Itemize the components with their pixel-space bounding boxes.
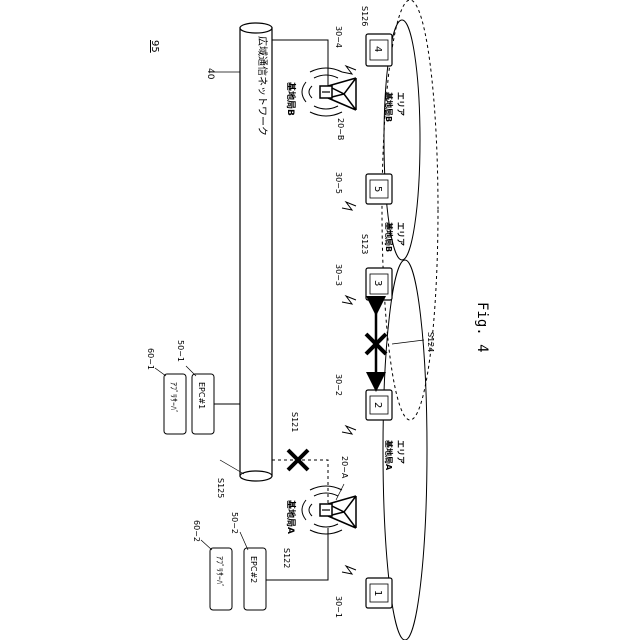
epc-1-leader bbox=[186, 366, 196, 376]
network-cylinder-top bbox=[240, 23, 272, 33]
terminal-2-signal-icon bbox=[342, 426, 356, 434]
step-s122: S122 bbox=[282, 548, 291, 568]
network-to-base-station-b-link bbox=[272, 40, 328, 86]
base-station-a-ref: 20−A bbox=[340, 456, 349, 479]
epc-2-to-base-station-a-link bbox=[266, 528, 328, 580]
network-cylinder-bottom bbox=[240, 471, 272, 481]
base-station-a-ref-leader bbox=[336, 484, 344, 500]
terminal-1-signal-icon bbox=[342, 566, 356, 574]
epc-2-ref: 50−2 bbox=[230, 512, 239, 534]
terminal-3-signal-icon bbox=[342, 296, 356, 304]
step-s124: S124 bbox=[426, 332, 435, 352]
step-s123: S123 bbox=[360, 234, 369, 254]
base-station-b-area-label-2: エリア bbox=[396, 92, 405, 116]
base-station-a-area-label-2: エリア bbox=[396, 440, 405, 464]
app-server-1-ref: 60−1 bbox=[146, 348, 155, 370]
terminal-2: 2 bbox=[366, 390, 392, 420]
tower-b-icon bbox=[320, 78, 356, 110]
base-station-b-ref: 20−B bbox=[336, 118, 345, 140]
tower-a-icon bbox=[320, 496, 356, 528]
epc-2-leader bbox=[240, 532, 248, 550]
terminal-1-number: 1 bbox=[372, 590, 383, 596]
epc-1-ref: 50−1 bbox=[176, 340, 185, 362]
mid-area-label-2: エリア bbox=[396, 222, 405, 246]
step-s125: S125 bbox=[216, 478, 225, 498]
terminal-3-number: 3 bbox=[372, 280, 383, 286]
app-server-2: ｱﾌﾟﾘｻｰﾊﾞ bbox=[210, 548, 232, 610]
app-server-1-leader bbox=[155, 368, 166, 376]
app-server-1: ｱﾌﾟﾘｻｰﾊﾞ bbox=[164, 374, 186, 434]
epc-1-label: EPC#1 bbox=[197, 382, 206, 409]
base-station-a-label: 基地局A bbox=[285, 499, 297, 534]
terminal-4-ref: 30−4 bbox=[334, 26, 343, 48]
app-server-2-ref: 60−2 bbox=[192, 520, 201, 542]
terminal-4-number: 4 bbox=[372, 46, 383, 52]
step-s121: S121 bbox=[290, 412, 299, 432]
epc-2: EPC#2 bbox=[244, 548, 266, 610]
figure-caption: Fig. 4 bbox=[474, 302, 490, 353]
app-server-1-label: ｱﾌﾟﾘｻｰﾊﾞ bbox=[169, 382, 178, 414]
epc-2-label: EPC#2 bbox=[249, 556, 258, 583]
terminal-3: 3 bbox=[366, 268, 392, 300]
terminal-1: 1 bbox=[366, 578, 392, 608]
base-station-a-area-label-1: 基地局A bbox=[384, 439, 394, 471]
base-station-a bbox=[302, 486, 356, 534]
step-s126: S126 bbox=[360, 6, 369, 26]
step-s124-leader bbox=[392, 340, 424, 344]
terminal-3-ref: 30−3 bbox=[334, 264, 343, 286]
figure-number: 95 bbox=[149, 40, 160, 53]
terminal-2-ref: 30−2 bbox=[334, 374, 343, 396]
app-server-2-label: ｱﾌﾟﾘｻｰﾊﾞ bbox=[215, 556, 224, 588]
base-station-b-label: 基地局B bbox=[285, 81, 297, 116]
network-to-base-station-a-broken-link bbox=[272, 460, 328, 504]
terminal-1-ref: 30−1 bbox=[334, 596, 343, 618]
terminal-5: 5 bbox=[366, 174, 392, 204]
base-station-b-area-label-1: 基地局B bbox=[384, 91, 394, 122]
terminal-2-number: 2 bbox=[372, 402, 383, 408]
terminal-5-number: 5 bbox=[372, 186, 383, 192]
base-station-b bbox=[302, 68, 356, 116]
terminal-4-signal-icon bbox=[342, 66, 356, 74]
network-label: 広域通信ネットワーク bbox=[256, 36, 269, 136]
terminal-5-ref: 30−5 bbox=[334, 172, 343, 194]
epc-1: EPC#1 bbox=[192, 374, 214, 434]
network-ref: 40 bbox=[205, 68, 215, 80]
terminal-5-signal-icon bbox=[342, 202, 356, 210]
wide-area-network: 広域通信ネットワーク bbox=[240, 23, 272, 481]
mid-area-label-1: 基地局B bbox=[384, 221, 394, 252]
app-server-2-leader bbox=[201, 540, 212, 550]
terminal-4: 4 bbox=[366, 34, 392, 66]
